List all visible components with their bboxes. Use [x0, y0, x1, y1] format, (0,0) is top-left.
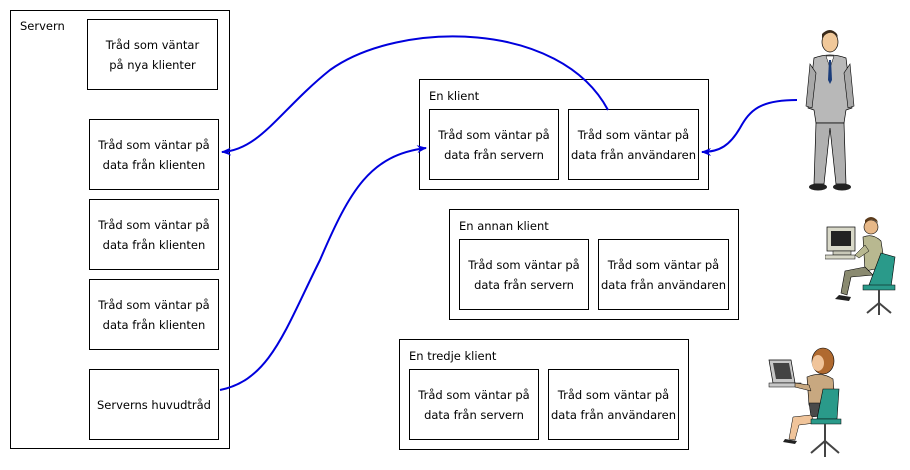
client-label-2: En annan klient: [459, 219, 549, 233]
server-thread-client-data: Tråd som väntar på data från klienten: [89, 279, 219, 350]
server-main-thread-label: Serverns huvudtråd: [96, 397, 211, 412]
man-at-computer-icon: [825, 217, 896, 315]
server-thread-client-data: Tråd som väntar på data från klienten: [89, 119, 219, 190]
server-thread-label: Tråd som väntar på data från klienten: [98, 137, 210, 172]
client-1-user-thread: Tråd som väntar på data från användaren: [568, 109, 699, 180]
woman-at-computer-icon: [768, 347, 842, 457]
client-thread-label: Tråd som väntar på data från servern: [438, 127, 550, 162]
client-1-server-thread: Tråd som väntar på data från servern: [429, 109, 559, 180]
client-label-3: En tredje klient: [409, 349, 497, 363]
client-thread-label: Tråd som väntar på data från servern: [418, 387, 530, 422]
server-thread-label: Tråd som väntar på data från klienten: [98, 217, 210, 252]
server-thread-new-clients: Tråd som väntar på nya klienter: [87, 19, 218, 90]
client-thread-label: Tråd som väntar på data från användaren: [551, 387, 676, 422]
standing-man-icon: [805, 30, 855, 191]
server-main-thread: Serverns huvudtråd: [89, 369, 219, 440]
client-thread-label: Tråd som väntar på data från servern: [468, 257, 580, 292]
client-thread-label: Tråd som väntar på data från användaren: [601, 257, 726, 292]
server-label: Servern: [20, 19, 65, 33]
server-thread-label: Tråd som väntar på data från klienten: [98, 297, 210, 332]
arrow-user-to-client: [701, 99, 798, 156]
client-thread-label: Tråd som väntar på data från användaren: [571, 127, 696, 162]
arrow-server-to-client: [219, 145, 427, 391]
client-3-server-thread: Tråd som väntar på data från servern: [409, 369, 539, 440]
server-thread-label: Tråd som väntar på nya klienter: [105, 37, 200, 72]
client-2-user-thread: Tråd som väntar på data från användaren: [598, 239, 729, 310]
client-2-server-thread: Tråd som väntar på data från servern: [459, 239, 589, 310]
server-thread-client-data: Tråd som väntar på data från klienten: [89, 199, 219, 270]
client-3-user-thread: Tråd som väntar på data från användaren: [548, 369, 679, 440]
client-label-1: En klient: [429, 89, 480, 103]
